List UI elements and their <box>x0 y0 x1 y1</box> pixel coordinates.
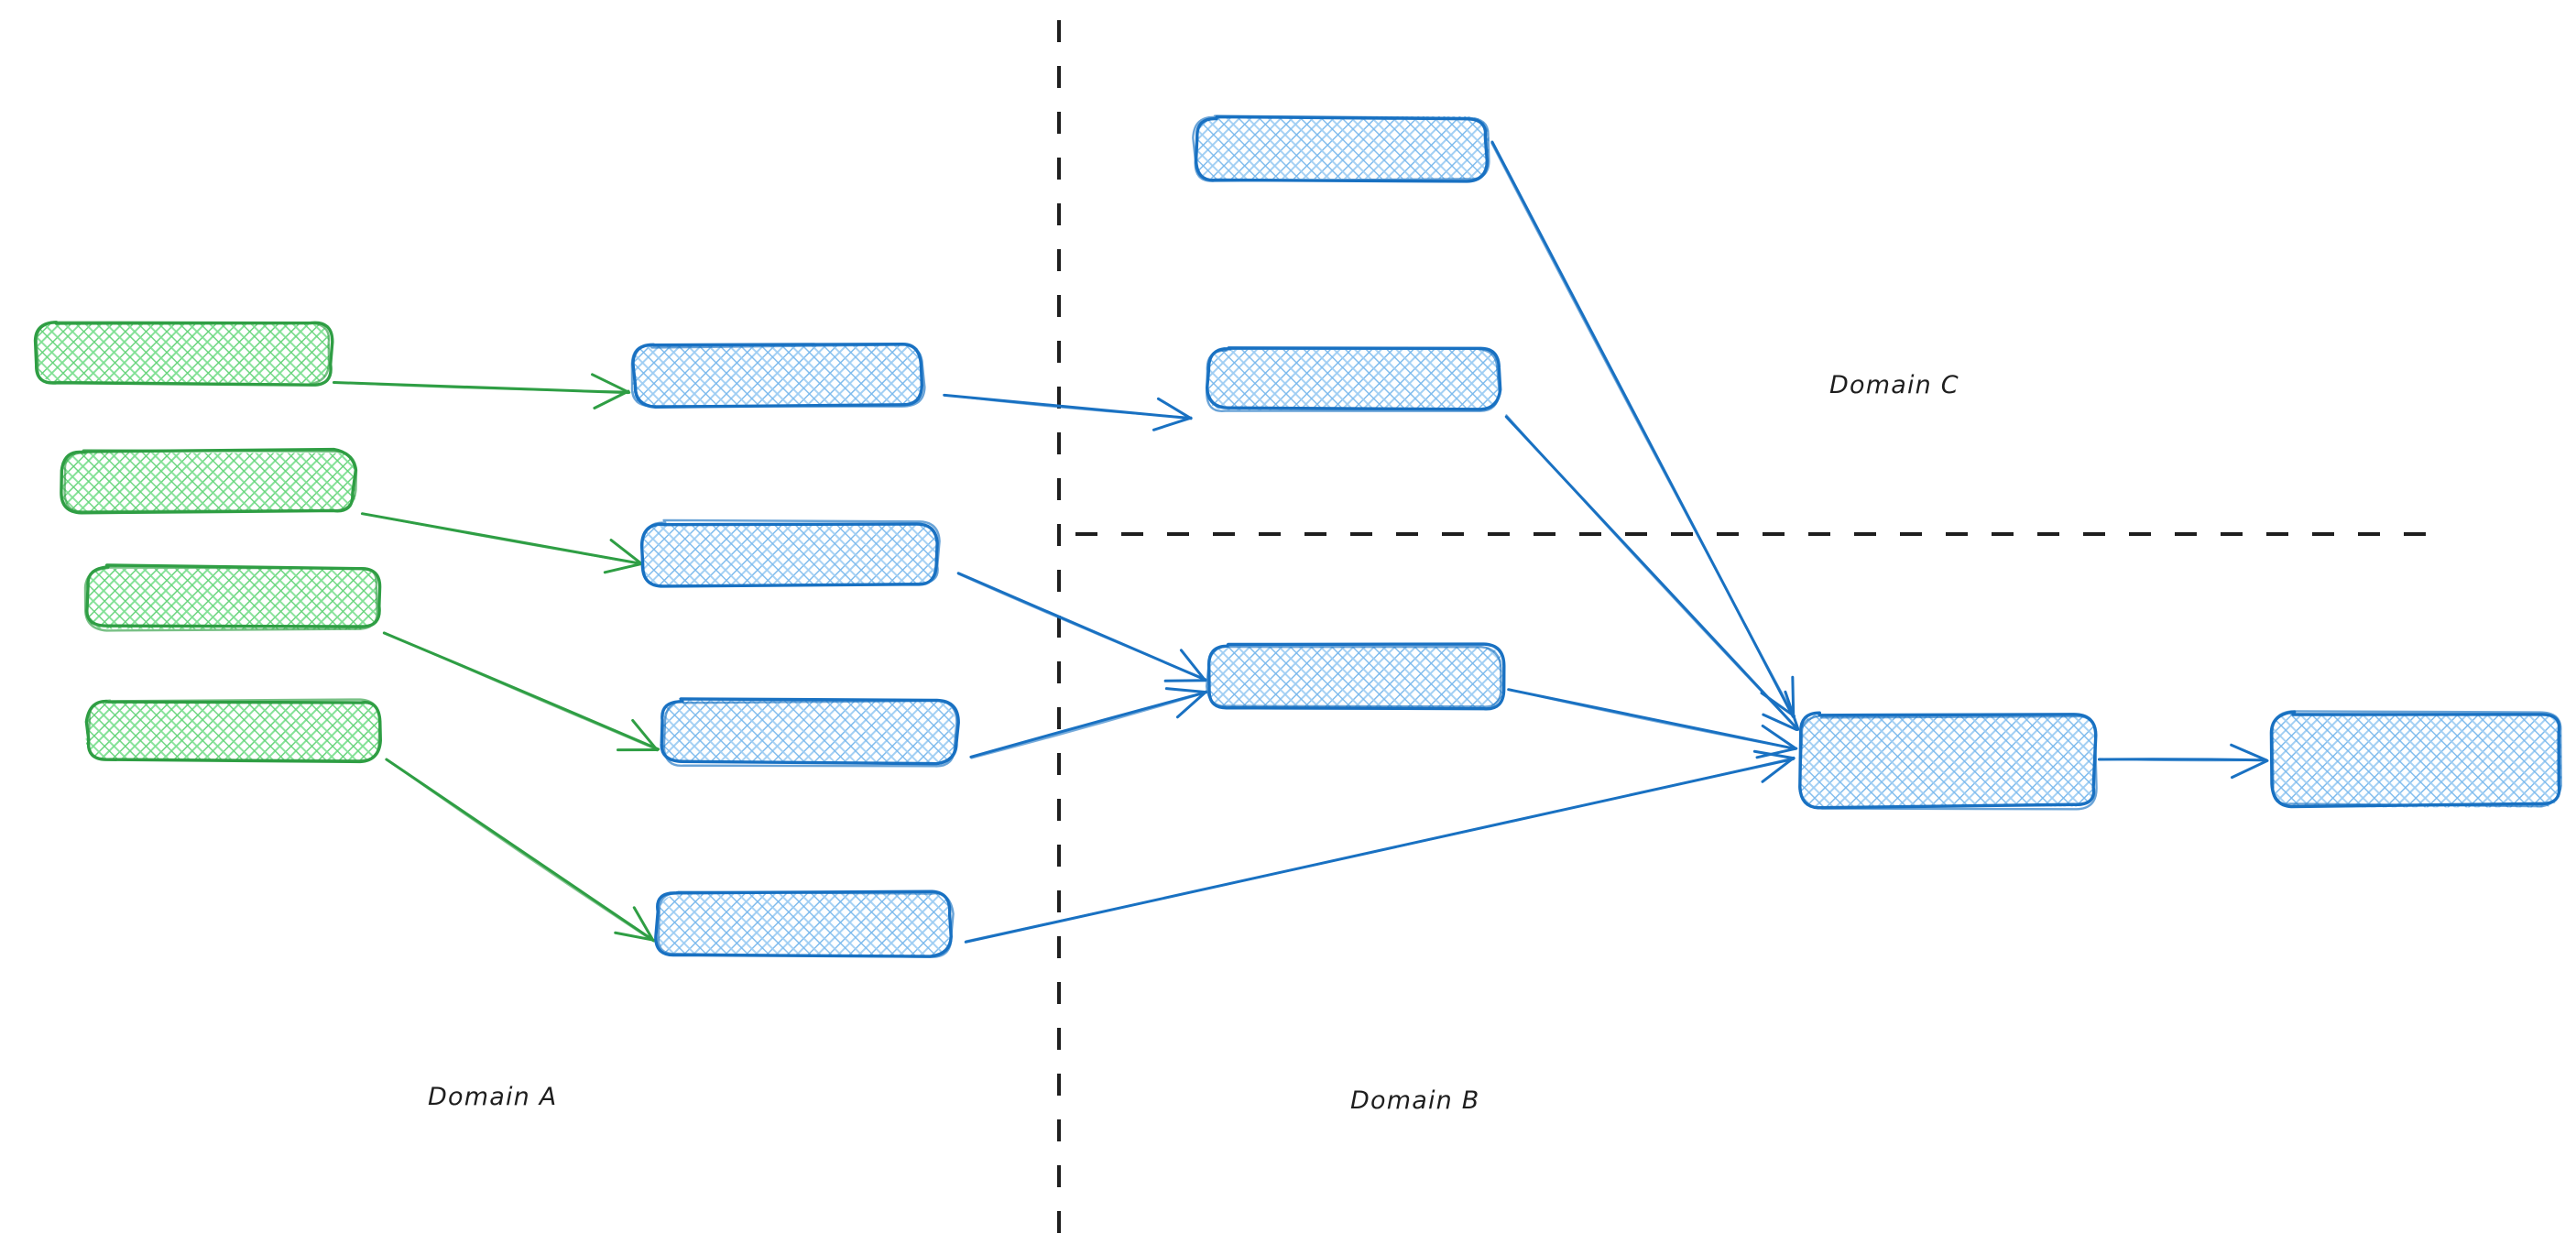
edge-shaft <box>957 573 1207 681</box>
edge-arrowhead <box>632 906 655 942</box>
edge-arrowhead <box>593 389 630 410</box>
node-outline <box>662 699 958 768</box>
node-outline <box>1206 347 1501 412</box>
edge-arrowhead <box>1152 416 1193 431</box>
node-outline <box>1192 115 1490 182</box>
node-fill-hatch-b <box>643 522 938 586</box>
edge-arrowhead <box>2230 758 2269 780</box>
edge-arrowhead <box>1762 713 1798 731</box>
edge-shaft <box>386 758 655 943</box>
edge-arrowhead <box>1175 690 1208 719</box>
edge-shaft <box>333 381 630 393</box>
edge-arrowhead <box>1156 397 1193 420</box>
node-b3[interactable] <box>660 697 960 768</box>
node-outline <box>87 698 381 762</box>
edge-arrowhead <box>1761 724 1797 750</box>
edge-arrowhead <box>1784 690 1800 731</box>
edge-b2-to-c3 <box>956 572 1207 682</box>
edge-shaft <box>383 631 659 751</box>
label-domain-a: Domain A <box>428 1083 558 1111</box>
node-c2[interactable] <box>1205 346 1502 412</box>
node-d1[interactable] <box>1798 711 2098 811</box>
edge-arrowhead <box>1761 756 1796 783</box>
node-fill-hatch-b <box>658 893 952 956</box>
node-d2[interactable] <box>2269 710 2562 809</box>
edge-shaft <box>361 512 643 565</box>
edge-shaft <box>1507 688 1796 750</box>
node-fill-hatch-b <box>1195 115 1490 180</box>
node-a4[interactable] <box>84 698 382 764</box>
node-fill-hatch-b <box>661 699 956 764</box>
edge-a2-to-b2 <box>360 512 644 574</box>
node-outline <box>660 697 960 766</box>
edge-shaft <box>1490 142 1796 717</box>
edge-c1-to-d1 <box>1490 140 1796 718</box>
edge-layer <box>332 140 2269 944</box>
node-c1[interactable] <box>1192 115 1490 183</box>
edge-a1-to-b1 <box>332 373 631 410</box>
node-a1[interactable] <box>33 321 334 387</box>
edge-shaft <box>970 692 1206 759</box>
label-domain-b: Domain B <box>1350 1086 1480 1115</box>
edge-arrowhead <box>2230 743 2268 762</box>
edge-arrowhead <box>591 373 631 394</box>
node-b4[interactable] <box>654 889 955 958</box>
node-b1[interactable] <box>630 342 926 409</box>
edge-arrowhead <box>1791 675 1796 718</box>
edge-shaft <box>969 691 1207 758</box>
edge-arrowhead <box>1163 679 1207 682</box>
node-fill-hatch-b <box>632 344 922 407</box>
node-a3[interactable] <box>83 563 382 632</box>
node-a2[interactable] <box>60 447 358 515</box>
node-fill-hatch-b <box>1799 714 2096 807</box>
node-fill-hatch-b <box>2271 713 2562 808</box>
edge-b1-to-c2 <box>943 393 1193 431</box>
edge-a3-to-b3 <box>382 631 660 752</box>
edge-arrowhead <box>614 931 656 942</box>
node-fill-hatch-b <box>1206 348 1501 410</box>
node-fill-hatch-b <box>85 567 377 630</box>
node-outline <box>1205 645 1502 708</box>
node-outline <box>1798 714 2098 811</box>
edge-arrowhead <box>631 718 659 752</box>
divider-layer <box>1057 20 2448 1237</box>
edge-b4-to-d1 <box>964 749 1796 944</box>
node-outline <box>657 890 955 958</box>
node-outline <box>630 344 926 408</box>
edge-c2-to-d1 <box>1504 414 1800 731</box>
label-domain-c: Domain C <box>1829 371 1959 399</box>
edge-arrowhead <box>1179 649 1206 682</box>
edge-shaft <box>965 757 1796 943</box>
edge-arrowhead <box>609 539 642 564</box>
edge-c3-to-d1 <box>1507 688 1798 759</box>
node-fill-hatch-b <box>61 452 356 512</box>
node-fill-hatch-b <box>85 700 382 760</box>
node-outline <box>640 518 941 588</box>
edge-arrowhead <box>1164 687 1208 694</box>
edge-shaft <box>2098 758 2268 762</box>
edge-a4-to-b4 <box>385 758 656 943</box>
edge-shaft <box>1505 414 1799 731</box>
node-outline <box>63 449 358 513</box>
edge-b3-to-c3 <box>969 687 1208 759</box>
node-c3[interactable] <box>1205 642 1506 711</box>
edge-arrowhead <box>1755 747 1798 759</box>
node-b2[interactable] <box>639 518 941 588</box>
node-layer <box>33 115 2562 958</box>
edge-d1-to-d2 <box>2097 743 2269 780</box>
edge-shaft <box>943 394 1193 419</box>
node-outline <box>1205 346 1502 411</box>
node-outline <box>35 321 331 386</box>
edge-arrowhead <box>603 562 643 574</box>
node-outline <box>2271 710 2562 808</box>
node-outline <box>83 566 378 632</box>
node-fill-hatch-b <box>1207 645 1503 710</box>
node-fill-hatch-b <box>37 322 330 384</box>
